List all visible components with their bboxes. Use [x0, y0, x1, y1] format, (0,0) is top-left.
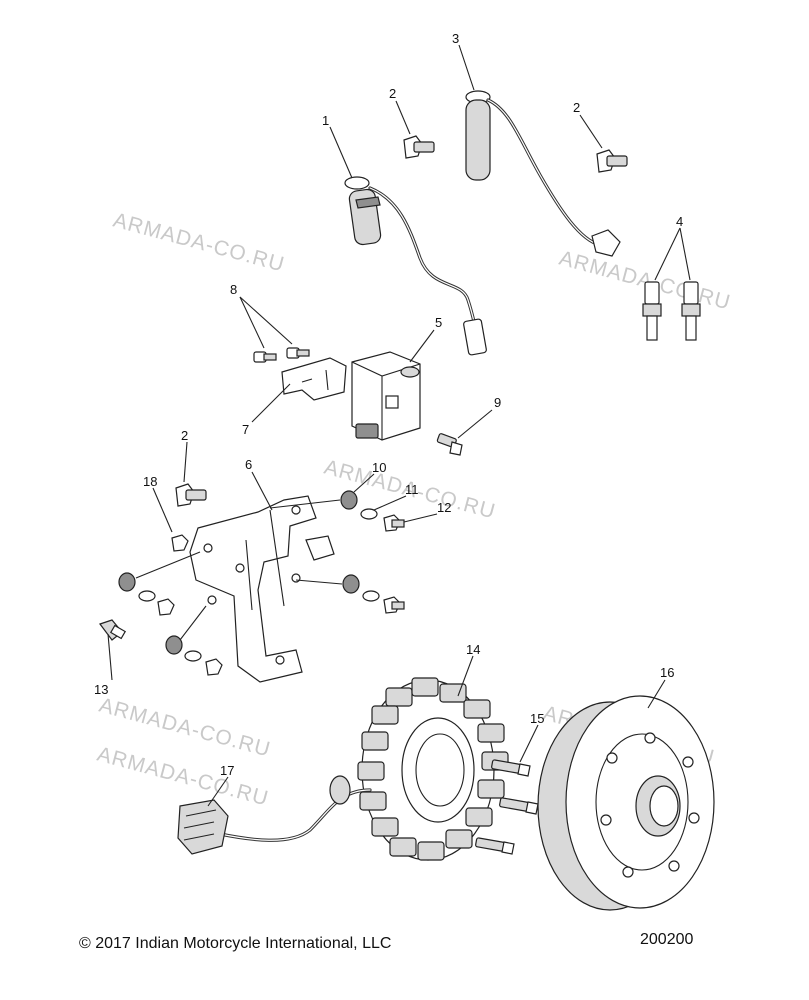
callout-6: 6 [245, 457, 252, 472]
watermark: ARMADA-CO.RU [111, 209, 287, 277]
callout-11: 11 [405, 482, 419, 497]
part-2-bolt-mid [175, 483, 207, 507]
callout-7: 7 [242, 422, 249, 437]
leader-lines [107, 44, 691, 807]
callout-12: 12 [437, 500, 451, 515]
diagram-number: 200200 [640, 931, 694, 948]
grommet-stack-left [118, 572, 175, 616]
part-9-bolt [436, 433, 463, 456]
part-3-spark-plug-cap-lead [465, 90, 621, 257]
part-5-ignition-coil [351, 351, 421, 441]
callout-9: 9 [494, 395, 501, 410]
part-18-nut [171, 534, 189, 552]
callout-10: 10 [372, 460, 386, 475]
callout-8: 8 [230, 282, 237, 297]
callout-2: 2 [389, 86, 396, 101]
callout-13: 13 [94, 682, 108, 697]
callout-5: 5 [435, 315, 442, 330]
part-6-mounting-bracket [189, 495, 335, 683]
callout-16: 16 [660, 665, 674, 680]
part-2-bolt-top-left [403, 135, 435, 159]
part-1-spark-plug-cap-lead [344, 176, 487, 356]
part-4-spark-plugs [642, 281, 701, 341]
callout-labels: 1 2 3 2 4 8 5 7 9 2 6 10 18 11 12 13 14 … [94, 31, 683, 778]
grommet-stack-lower [165, 635, 223, 676]
part-7-bracket [281, 357, 347, 401]
part-17-stator-harness [177, 775, 372, 855]
callout-17: 17 [220, 763, 234, 778]
part-16-flywheel [537, 695, 715, 911]
callout-15: 15 [530, 711, 544, 726]
callout-18: 18 [143, 474, 157, 489]
callout-4: 4 [676, 214, 683, 229]
callout-14: 14 [466, 642, 480, 657]
copyright-notice: © 2017 Indian Motorcycle International, … [79, 935, 392, 952]
callout-1: 1 [322, 113, 329, 128]
part-15-bolts [475, 759, 539, 855]
part-8-screws [253, 347, 310, 363]
grommet-stack-upper [340, 490, 405, 532]
callout-2: 2 [181, 428, 188, 443]
grommet-stack-right [342, 574, 405, 614]
callout-2: 2 [573, 100, 580, 115]
callout-3: 3 [452, 31, 459, 46]
part-14-stator [357, 677, 509, 861]
part-13-sensor [99, 619, 127, 641]
part-2-bolt-top-right [596, 149, 628, 173]
